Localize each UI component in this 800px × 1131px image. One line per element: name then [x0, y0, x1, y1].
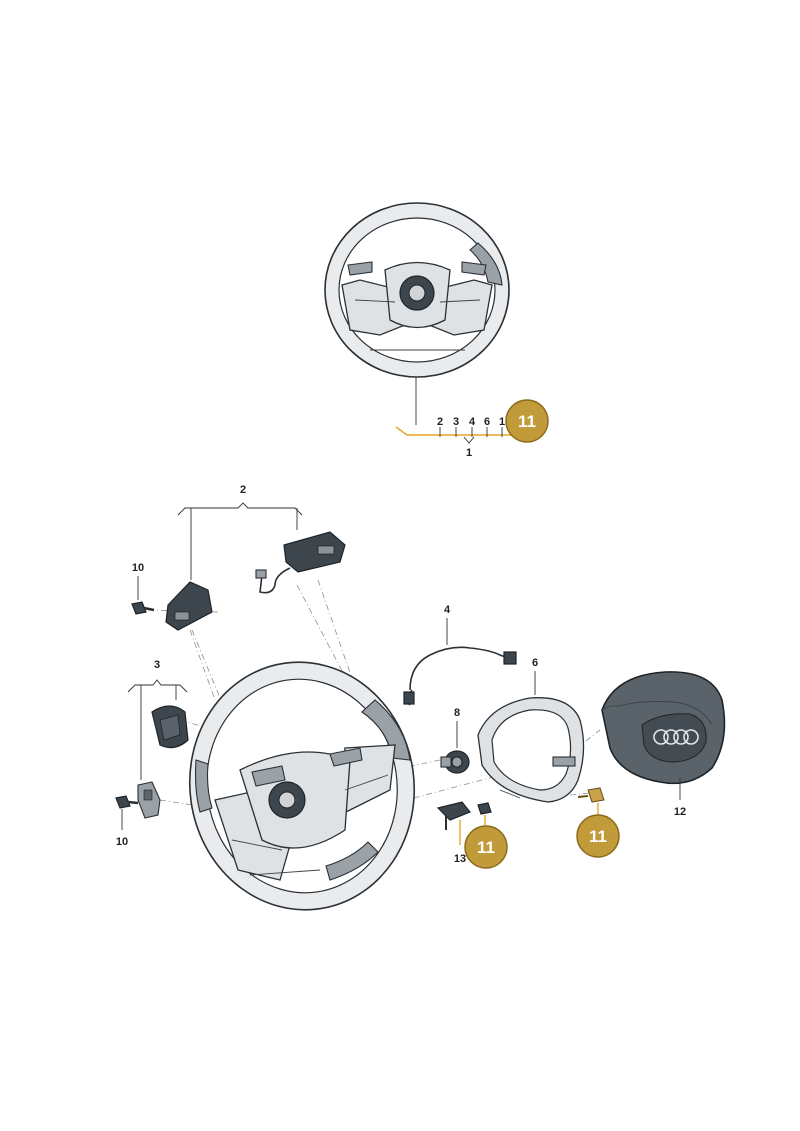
paddle-switch[interactable]: [137, 781, 161, 819]
callout-10-lower: 10: [116, 836, 128, 848]
callout-13: 13: [454, 853, 466, 865]
badge-11-top[interactable]: 11: [505, 399, 549, 443]
callout-2: 2: [240, 484, 246, 496]
callout-group-1: 1: [466, 447, 472, 459]
button-module-right[interactable]: [255, 531, 346, 594]
airbag-module-12[interactable]: [601, 671, 726, 785]
clip-13[interactable]: [436, 801, 471, 830]
badge-11-right[interactable]: 11: [576, 814, 620, 858]
callout-8: 8: [454, 707, 460, 719]
screw-10-lower[interactable]: [115, 795, 139, 809]
trim-frame[interactable]: [477, 697, 585, 803]
steering-wheel[interactable]: [174, 648, 430, 925]
callout-4-top: 4: [469, 416, 476, 428]
wiring-harness[interactable]: [403, 646, 517, 706]
button-module-left[interactable]: [165, 581, 213, 631]
bushing-8[interactable]: [440, 750, 470, 774]
callout-6: 6: [532, 657, 538, 669]
callout-group-3: 3: [127, 659, 188, 780]
callout-2-top: 2: [437, 416, 443, 428]
callout-4: 4: [444, 604, 451, 616]
callout-1-top: 1: [499, 416, 505, 428]
callout-3: 3: [154, 659, 160, 671]
overview-callout-tree: 2 3 4 6 1 1 11: [395, 377, 549, 459]
callout-6-top: 6: [484, 416, 490, 428]
callout-10-upper: 10: [132, 562, 144, 574]
badge-11-middle-label: 11: [477, 838, 495, 857]
callout-3-top: 3: [453, 416, 459, 428]
paddle-cover[interactable]: [151, 705, 189, 749]
brand-rings-logo: [653, 729, 699, 745]
badge-11-right-label: 11: [589, 827, 607, 846]
callout-group-2: 2: [177, 484, 303, 580]
screw-10-upper[interactable]: [131, 601, 155, 615]
badge-11-middle[interactable]: 11: [464, 825, 508, 869]
callout-12: 12: [674, 806, 686, 818]
badge-11-top-label: 11: [518, 412, 536, 431]
bolt-right[interactable]: [577, 787, 605, 803]
screw-small-middle[interactable]: [477, 802, 492, 815]
overview-steering-wheel: [324, 202, 510, 378]
